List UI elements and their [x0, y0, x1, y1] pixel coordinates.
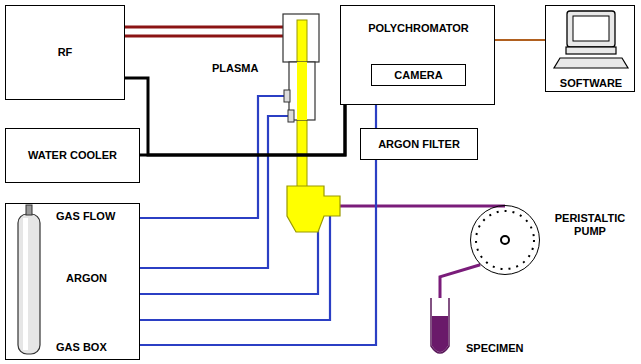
node-text: RF — [58, 46, 73, 59]
connector-line — [495, 39, 545, 41]
connector-line — [125, 78, 345, 155]
monitor — [567, 11, 615, 47]
gas-line — [140, 116, 292, 268]
specimen-liquid — [432, 316, 448, 352]
cylinder-valve — [26, 205, 32, 215]
pump-circle: PERISTALTIC PUMP — [470, 205, 540, 275]
gas-line — [140, 230, 318, 294]
sample-tube — [340, 205, 505, 208]
node-text: POLYCHROMATOR — [341, 22, 496, 35]
plasma-column — [297, 20, 307, 188]
node-text: ARGON — [66, 272, 107, 285]
connector-line — [140, 105, 345, 155]
filter-box: ARGON FILTER — [360, 128, 478, 160]
software-box: SOFTWARE — [545, 5, 635, 92]
node-text: SPECIMEN — [466, 342, 523, 355]
spray-chamber — [287, 186, 340, 232]
part-label: PLASMA — [212, 62, 258, 75]
screen — [573, 16, 609, 41]
node-text: ARGON FILTER — [378, 138, 460, 151]
pump-axle — [501, 236, 509, 244]
connector-line — [440, 265, 480, 298]
pump-rollers — [476, 211, 534, 269]
gas-inlet — [284, 90, 290, 102]
plasma-column — [297, 62, 307, 120]
camera-box: CAMERA — [371, 64, 466, 86]
polychromator-box: POLYCHROMATOR CAMERA — [340, 5, 495, 105]
gas-cylinder — [18, 214, 40, 354]
rf-cable — [125, 35, 292, 38]
node-text: SOFTWARE — [546, 77, 636, 90]
node-text: CAMERA — [394, 69, 442, 82]
connector-line — [375, 105, 377, 128]
node-text: WATER COOLER — [28, 149, 117, 162]
connector-line — [140, 160, 376, 345]
cylinder-shine — [23, 218, 28, 350]
rf-cable — [125, 26, 292, 29]
gas-line — [140, 96, 287, 218]
keyboard — [554, 58, 628, 68]
cooler-box: WATER COOLER — [5, 128, 140, 183]
node-text: GAS FLOW — [56, 210, 115, 223]
rf-box: RF — [5, 5, 125, 100]
gas-box: GAS FLOW ARGON GAS BOX — [5, 203, 140, 360]
node-text: GAS BOX — [56, 341, 107, 354]
specimen-tube: SPECIMEN — [428, 296, 452, 354]
gas-inlet — [288, 110, 294, 122]
computer-base — [566, 47, 616, 54]
test-tube — [431, 298, 449, 353]
node-text: PERISTALTIC PUMP — [545, 212, 635, 237]
